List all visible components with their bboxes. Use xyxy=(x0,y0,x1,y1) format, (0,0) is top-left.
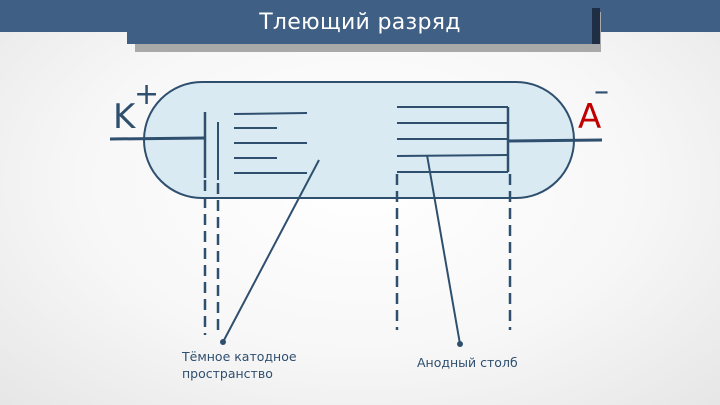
cathode-letter: K xyxy=(113,97,137,137)
label-dark-space: Тёмное катодное пространство xyxy=(182,348,297,382)
pointer-dot xyxy=(220,339,226,345)
label-dark-space-line1: Тёмное катодное xyxy=(182,349,297,364)
label-anode-column: Анодный столб xyxy=(417,355,518,370)
pointer-dark-space xyxy=(222,159,320,343)
slide-title: Тлеющий разряд xyxy=(259,10,461,35)
pointer-anode-column xyxy=(426,154,461,345)
cathode-plus-sign: + xyxy=(134,77,159,112)
glow-stroke xyxy=(233,112,308,115)
anode-lead xyxy=(507,138,603,143)
anode-letter: A xyxy=(578,97,601,137)
anode-minus-sign: – xyxy=(594,74,609,109)
label-dark-space-line2: пространство xyxy=(182,366,273,381)
cathode-lead xyxy=(109,136,206,141)
title-accent-bar xyxy=(592,8,600,44)
anode-column-stroke xyxy=(396,154,509,157)
pointer-dot xyxy=(457,341,463,347)
title-box: Тлеющий разряд xyxy=(127,4,593,44)
